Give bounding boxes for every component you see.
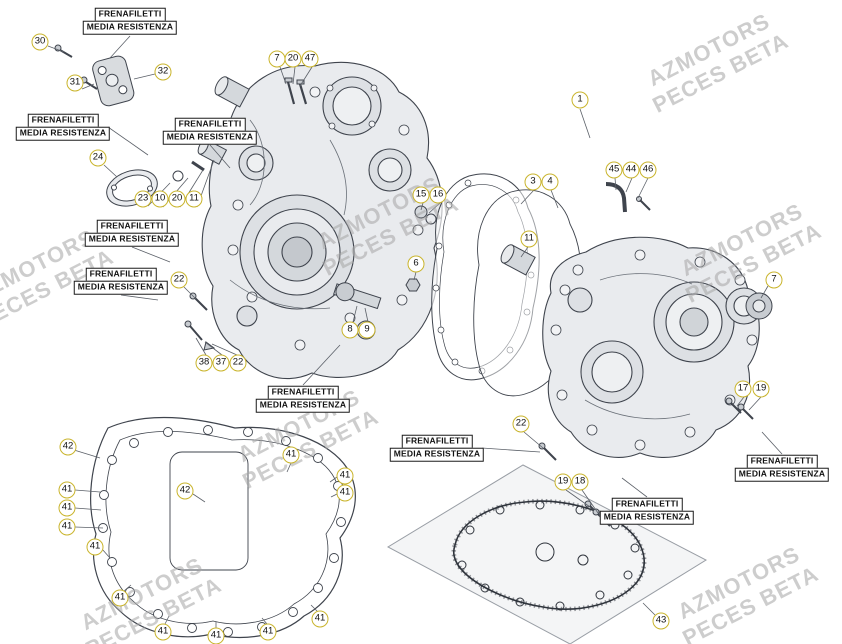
callout-22[interactable]: 22 bbox=[512, 415, 530, 433]
callout-44[interactable]: 44 bbox=[622, 161, 640, 179]
callout-10[interactable]: 10 bbox=[151, 190, 169, 208]
callout-7[interactable]: 7 bbox=[268, 50, 286, 68]
callout-8[interactable]: 8 bbox=[341, 321, 359, 339]
callout-41[interactable]: 41 bbox=[58, 481, 76, 499]
callout-3[interactable]: 3 bbox=[524, 173, 542, 191]
callout-19[interactable]: 19 bbox=[554, 473, 572, 491]
callout-9[interactable]: 9 bbox=[358, 321, 376, 339]
callout-41[interactable]: 41 bbox=[336, 484, 354, 502]
threadlock-note-line2: MEDIA RESISTENZA bbox=[734, 467, 830, 482]
callout-31[interactable]: 31 bbox=[66, 74, 84, 92]
callout-17[interactable]: 17 bbox=[734, 380, 752, 398]
callout-11[interactable]: 11 bbox=[185, 190, 203, 208]
callout-38[interactable]: 38 bbox=[195, 354, 213, 372]
callout-11[interactable]: 11 bbox=[520, 230, 538, 248]
callout-24[interactable]: 24 bbox=[89, 149, 107, 167]
threadlock-note-line2: MEDIA RESISTENZA bbox=[15, 126, 111, 141]
callout-46[interactable]: 46 bbox=[639, 161, 657, 179]
threadlock-note-line2: MEDIA RESISTENZA bbox=[389, 447, 485, 462]
callout-16[interactable]: 16 bbox=[429, 186, 447, 204]
callout-22[interactable]: 22 bbox=[229, 354, 247, 372]
callout-41[interactable]: 41 bbox=[86, 538, 104, 556]
callout-41[interactable]: 41 bbox=[58, 518, 76, 536]
threadlock-note-line2: MEDIA RESISTENZA bbox=[162, 130, 258, 145]
case-gasket-bottom-left bbox=[90, 416, 356, 639]
callout-41[interactable]: 41 bbox=[154, 623, 172, 641]
callout-7[interactable]: 7 bbox=[765, 271, 783, 289]
right-crankcase-half bbox=[542, 236, 763, 458]
right-case-ribs bbox=[584, 273, 693, 420]
callout-42[interactable]: 42 bbox=[59, 438, 77, 456]
callout-41[interactable]: 41 bbox=[111, 589, 129, 607]
threadlock-note-line2: MEDIA RESISTENZA bbox=[82, 20, 178, 35]
callout-4[interactable]: 4 bbox=[541, 173, 559, 191]
callout-6[interactable]: 6 bbox=[407, 255, 425, 273]
callout-19[interactable]: 19 bbox=[752, 380, 770, 398]
threadlock-note-line2: MEDIA RESISTENZA bbox=[255, 398, 351, 413]
callout-41[interactable]: 41 bbox=[259, 623, 277, 641]
callout-30[interactable]: 30 bbox=[31, 33, 49, 51]
callout-32[interactable]: 32 bbox=[154, 63, 172, 81]
callout-41[interactable]: 41 bbox=[311, 610, 329, 628]
callout-47[interactable]: 47 bbox=[301, 50, 319, 68]
clutch-cover-gasket bbox=[451, 498, 647, 612]
callout-43[interactable]: 43 bbox=[652, 612, 670, 630]
callout-22[interactable]: 22 bbox=[170, 271, 188, 289]
callout-18[interactable]: 18 bbox=[571, 473, 589, 491]
callout-15[interactable]: 15 bbox=[412, 186, 430, 204]
callout-23[interactable]: 23 bbox=[134, 190, 152, 208]
threadlock-note-line1: FRENAFILETTI bbox=[27, 113, 99, 128]
callout-42[interactable]: 42 bbox=[176, 482, 194, 500]
threadlock-note-line2: MEDIA RESISTENZA bbox=[73, 280, 169, 295]
callout-1[interactable]: 1 bbox=[571, 91, 589, 109]
threadlock-note-line2: MEDIA RESISTENZA bbox=[599, 510, 695, 525]
callout-20[interactable]: 20 bbox=[284, 50, 302, 68]
leader-lines bbox=[47, 35, 783, 628]
left-case-ribs bbox=[229, 119, 347, 310]
callout-41[interactable]: 41 bbox=[336, 467, 354, 485]
callout-41[interactable]: 41 bbox=[207, 627, 225, 644]
callout-45[interactable]: 45 bbox=[605, 161, 623, 179]
callout-37[interactable]: 37 bbox=[212, 354, 230, 372]
callout-20[interactable]: 20 bbox=[168, 190, 186, 208]
callout-41[interactable]: 41 bbox=[58, 499, 76, 517]
threadlock-note-line2: MEDIA RESISTENZA bbox=[84, 232, 180, 247]
clutch-gasket-plate bbox=[386, 464, 708, 644]
callout-41[interactable]: 41 bbox=[282, 446, 300, 464]
